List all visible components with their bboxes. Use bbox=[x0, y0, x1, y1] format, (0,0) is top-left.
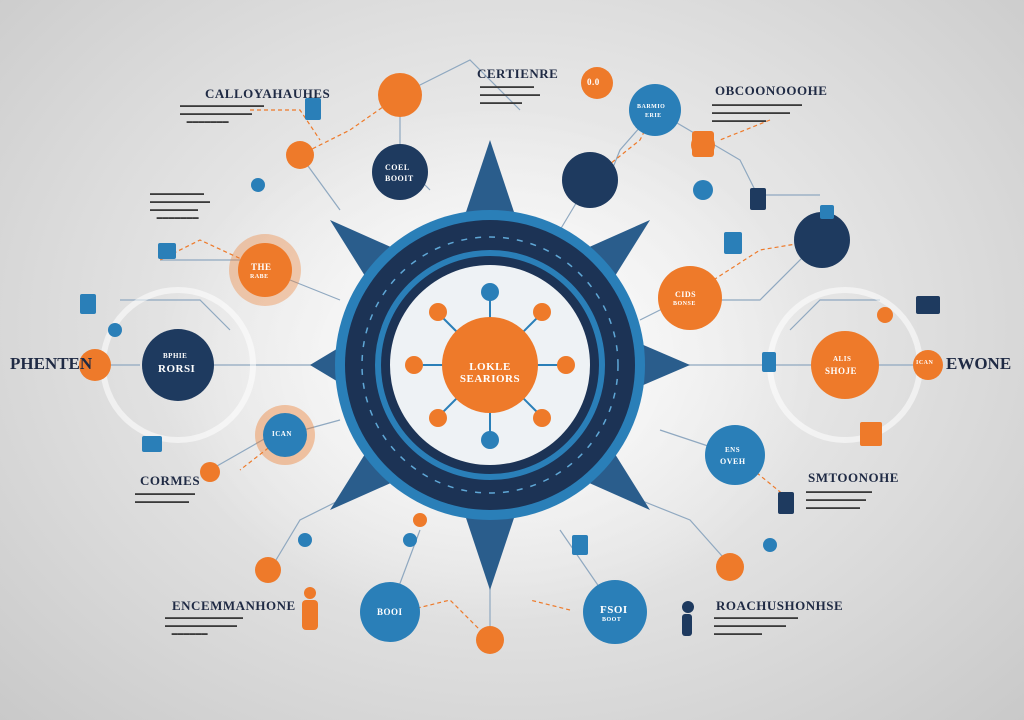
node-bottom-center-label-2: BOOT bbox=[602, 617, 622, 623]
node-rcm-label-2: BOOIT bbox=[385, 174, 414, 183]
side-label-right: EWONE bbox=[946, 354, 1012, 373]
person-icon-bottom-right bbox=[682, 601, 694, 636]
device-icons bbox=[80, 98, 940, 555]
node-bottom-center-label-1: FSOI bbox=[600, 604, 628, 616]
node-right-big-label-2: SHOJE bbox=[825, 366, 858, 376]
heading-top-left-text: ▬▬▬▬▬▬▬▬▬▬▬▬▬▬ ▬▬▬▬▬▬▬▬▬▬▬▬ ▬▬▬▬▬▬▬ bbox=[180, 103, 264, 125]
node-right-lower-label-2: OVEH bbox=[720, 457, 746, 466]
node-right-big-label-1: ALIS bbox=[833, 355, 852, 363]
gear-left-label-2: RABE bbox=[250, 274, 269, 280]
node-left-big-label-2: RORSI bbox=[158, 363, 196, 375]
node-right-lower-label-1: ENS bbox=[725, 446, 741, 454]
heading-top-center-text: ▬▬▬▬▬▬▬▬▬ ▬▬▬▬▬▬▬▬▬▬ ▬▬▬▬▬▬▬ bbox=[480, 84, 540, 106]
heading-bottom-right: ROACHUSHONHSE bbox=[716, 598, 844, 613]
node-top-right-label-1: BARMIO bbox=[637, 104, 666, 110]
gear-node-left-lower bbox=[255, 405, 315, 465]
heading-top-center: CERTIENRE bbox=[477, 66, 559, 81]
node-bottom-left-label: BOOI bbox=[377, 607, 403, 617]
node-left-big-label-1: BPHIE bbox=[163, 352, 188, 360]
node-top-label: 0.0 bbox=[587, 77, 600, 87]
heading-bottom-right-text: ▬▬▬▬▬▬▬▬▬▬▬▬▬▬ ▬▬▬▬▬▬▬▬▬▬▬▬ ▬▬▬▬▬▬▬▬ bbox=[714, 615, 798, 637]
heading-top-right-text: ▬▬▬▬▬▬▬▬▬▬▬▬▬▬▬ ▬▬▬▬▬▬▬▬▬▬▬▬▬ ▬▬▬▬▬▬▬▬▬ bbox=[712, 102, 802, 124]
person-icon-bottom-left bbox=[302, 587, 318, 630]
heading-bottom-left: ENCEMMANHONE bbox=[172, 598, 296, 613]
gear-node-left bbox=[229, 234, 301, 306]
node-right-mid-label-2: BONSE bbox=[673, 301, 696, 307]
heading-left-upper-text: ▬▬▬▬▬▬▬▬▬ ▬▬▬▬▬▬▬▬▬▬ ▬▬▬▬▬▬▬▬ ▬▬▬▬▬▬▬ bbox=[150, 191, 210, 221]
heading-mid-left-text: ▬▬▬▬▬▬▬▬▬▬ ▬▬▬▬▬▬▬▬▬ bbox=[135, 491, 195, 505]
center-label-line2: SEARIORS bbox=[459, 373, 521, 385]
heading-mid-right-text: ▬▬▬▬▬▬▬▬▬▬▬ ▬▬▬▬▬▬▬▬▬▬ ▬▬▬▬▬▬▬▬▬ bbox=[806, 489, 872, 511]
gear-left-label-1: THE bbox=[251, 262, 272, 272]
node-top-right-label-2: ERIE bbox=[645, 113, 662, 119]
hub-spoke-dots bbox=[405, 283, 575, 449]
node-left-small-label: ICAN bbox=[272, 430, 292, 438]
side-label-left: PHENTEN bbox=[10, 354, 93, 373]
heading-mid-left: CORMES bbox=[140, 473, 201, 488]
heading-top-left: CALLOYAHAUHES bbox=[205, 86, 331, 101]
heading-top-right: OBCOONOOOHE bbox=[715, 83, 828, 98]
heading-bottom-left-text: ▬▬▬▬▬▬▬▬▬▬▬▬▬ ▬▬▬▬▬▬▬▬▬▬▬▬ ▬▬▬▬▬▬ bbox=[165, 615, 243, 637]
node-right-small-label: ICAN bbox=[916, 360, 934, 366]
heading-mid-right: SMTOONOHE bbox=[808, 470, 899, 485]
center-label-line1: LOKLE bbox=[469, 361, 511, 373]
node-rcm-label-1: COEL bbox=[385, 163, 410, 172]
center-hub bbox=[442, 317, 538, 413]
node-right-mid-label-1: CIDS bbox=[675, 290, 697, 299]
